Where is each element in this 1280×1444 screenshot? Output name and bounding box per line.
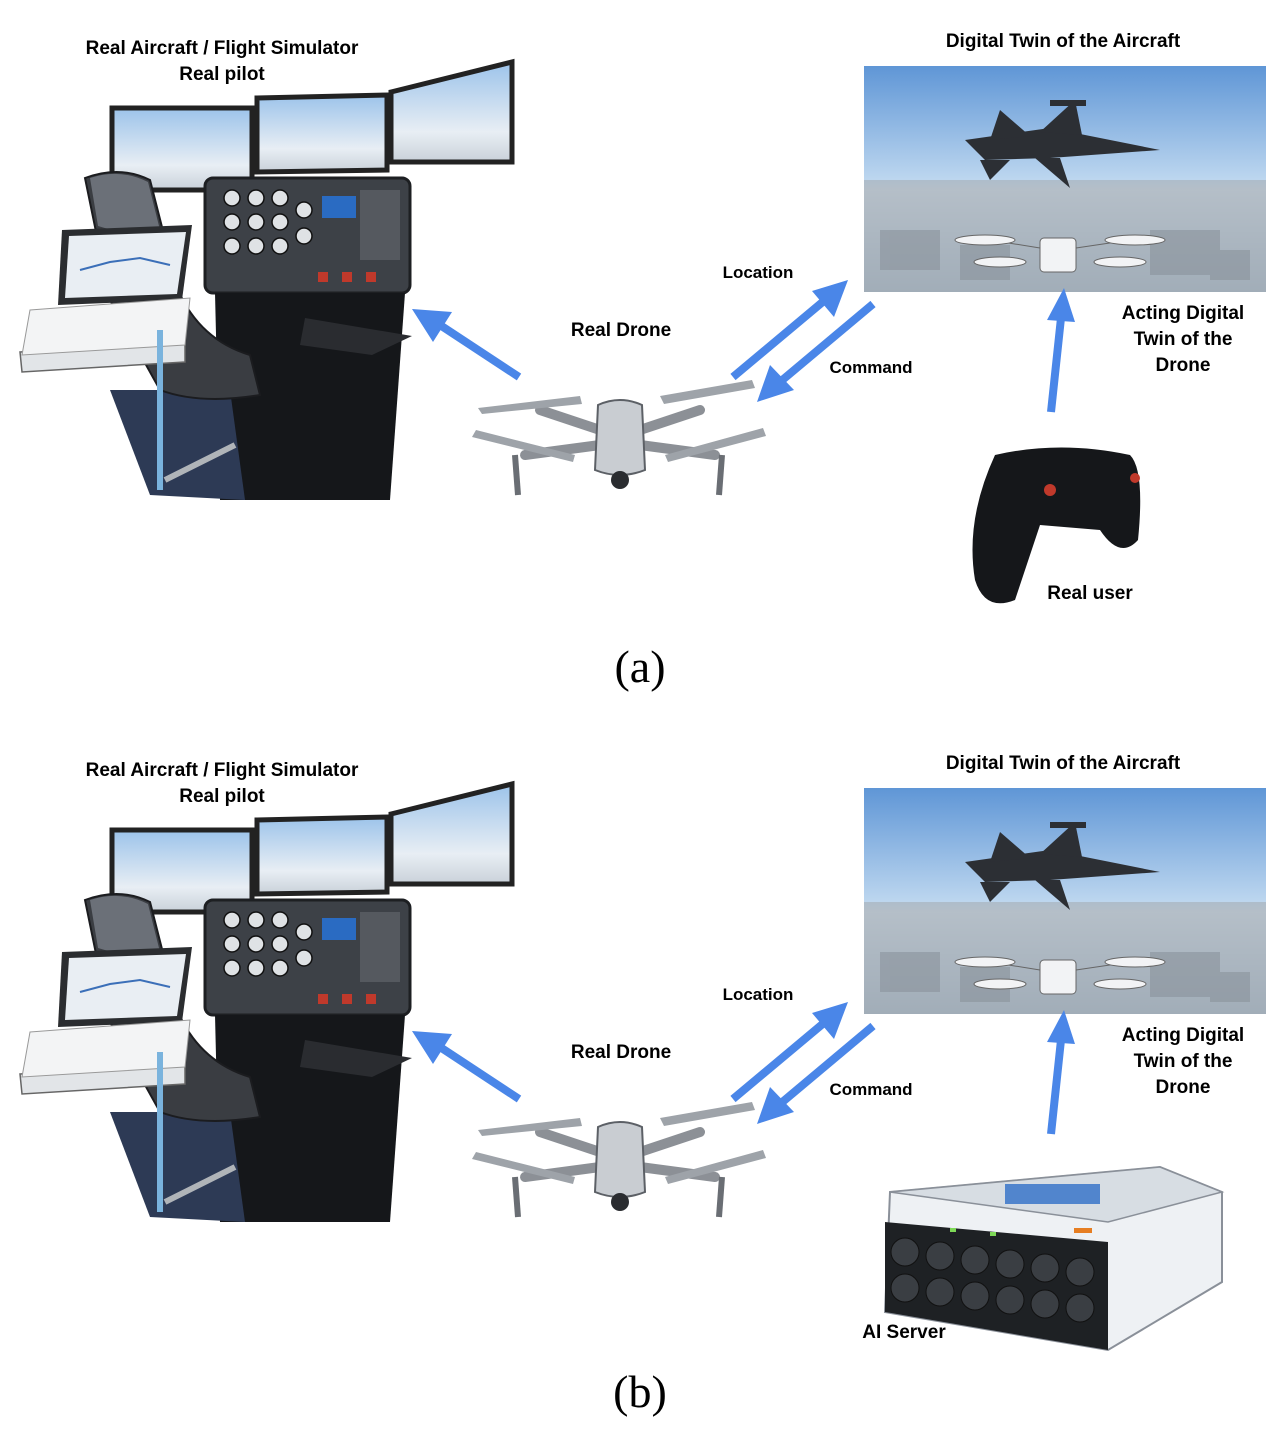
- simulator-title: Real Aircraft / Flight Simulator: [85, 38, 359, 59]
- simulator-title: Real Aircraft / Flight Simulator: [85, 760, 359, 781]
- arrow-command: [757, 300, 876, 402]
- acting-twin-line3: Drone: [1155, 355, 1211, 376]
- panel-b-artwork: [19, 780, 1266, 1352]
- arrow-drone-to-simulator: [412, 1031, 522, 1103]
- panel-a: Real Aircraft / Flight Simulator Real pi…: [19, 31, 1266, 692]
- ai-server-label: AI Server: [862, 1322, 946, 1343]
- simulator-subtitle: Real pilot: [179, 64, 265, 85]
- digital-twin-scene-icon: [864, 788, 1266, 1014]
- drone-label: Real Drone: [570, 1042, 672, 1063]
- caption-b: (b): [613, 1366, 667, 1417]
- location-label: Location: [722, 263, 794, 282]
- acting-twin-line3: Drone: [1155, 1077, 1211, 1098]
- drone-icon: [472, 1102, 766, 1218]
- command-label: Command: [829, 1080, 913, 1099]
- panel-a-artwork: [19, 58, 1266, 604]
- simulator-subtitle: Real pilot: [179, 786, 265, 807]
- arrow-location: [730, 280, 848, 381]
- flight-simulator-icon: [19, 780, 515, 1222]
- ai-server-icon: [883, 1165, 1225, 1352]
- real-user-label: Real user: [1047, 583, 1133, 604]
- acting-twin-line2: Twin of the: [1133, 1051, 1233, 1072]
- acting-twin-line1: Acting Digital: [1121, 303, 1245, 324]
- panel-b: Real Aircraft / Flight Simulator Real pi…: [0, 722, 1280, 1444]
- location-label: Location: [722, 985, 794, 1004]
- gamepad-controller-icon: [972, 447, 1141, 604]
- twin-title: Digital Twin of the Aircraft: [945, 31, 1181, 52]
- flight-simulator-icon: [19, 58, 515, 500]
- drone-label: Real Drone: [570, 320, 672, 341]
- command-label: Command: [829, 358, 913, 377]
- drone-icon: [472, 380, 766, 496]
- arrow-source-to-twin: [1047, 1010, 1075, 1135]
- arrow-drone-to-simulator: [412, 309, 522, 381]
- arrow-source-to-twin: [1047, 288, 1075, 413]
- arrow-command: [757, 1022, 876, 1124]
- acting-twin-line2: Twin of the: [1133, 329, 1233, 350]
- caption-a: (a): [614, 641, 666, 692]
- digital-twin-scene-icon: [864, 66, 1266, 292]
- arrow-location: [730, 1002, 848, 1103]
- acting-twin-line1: Acting Digital: [1121, 1025, 1245, 1046]
- twin-title: Digital Twin of the Aircraft: [945, 753, 1181, 774]
